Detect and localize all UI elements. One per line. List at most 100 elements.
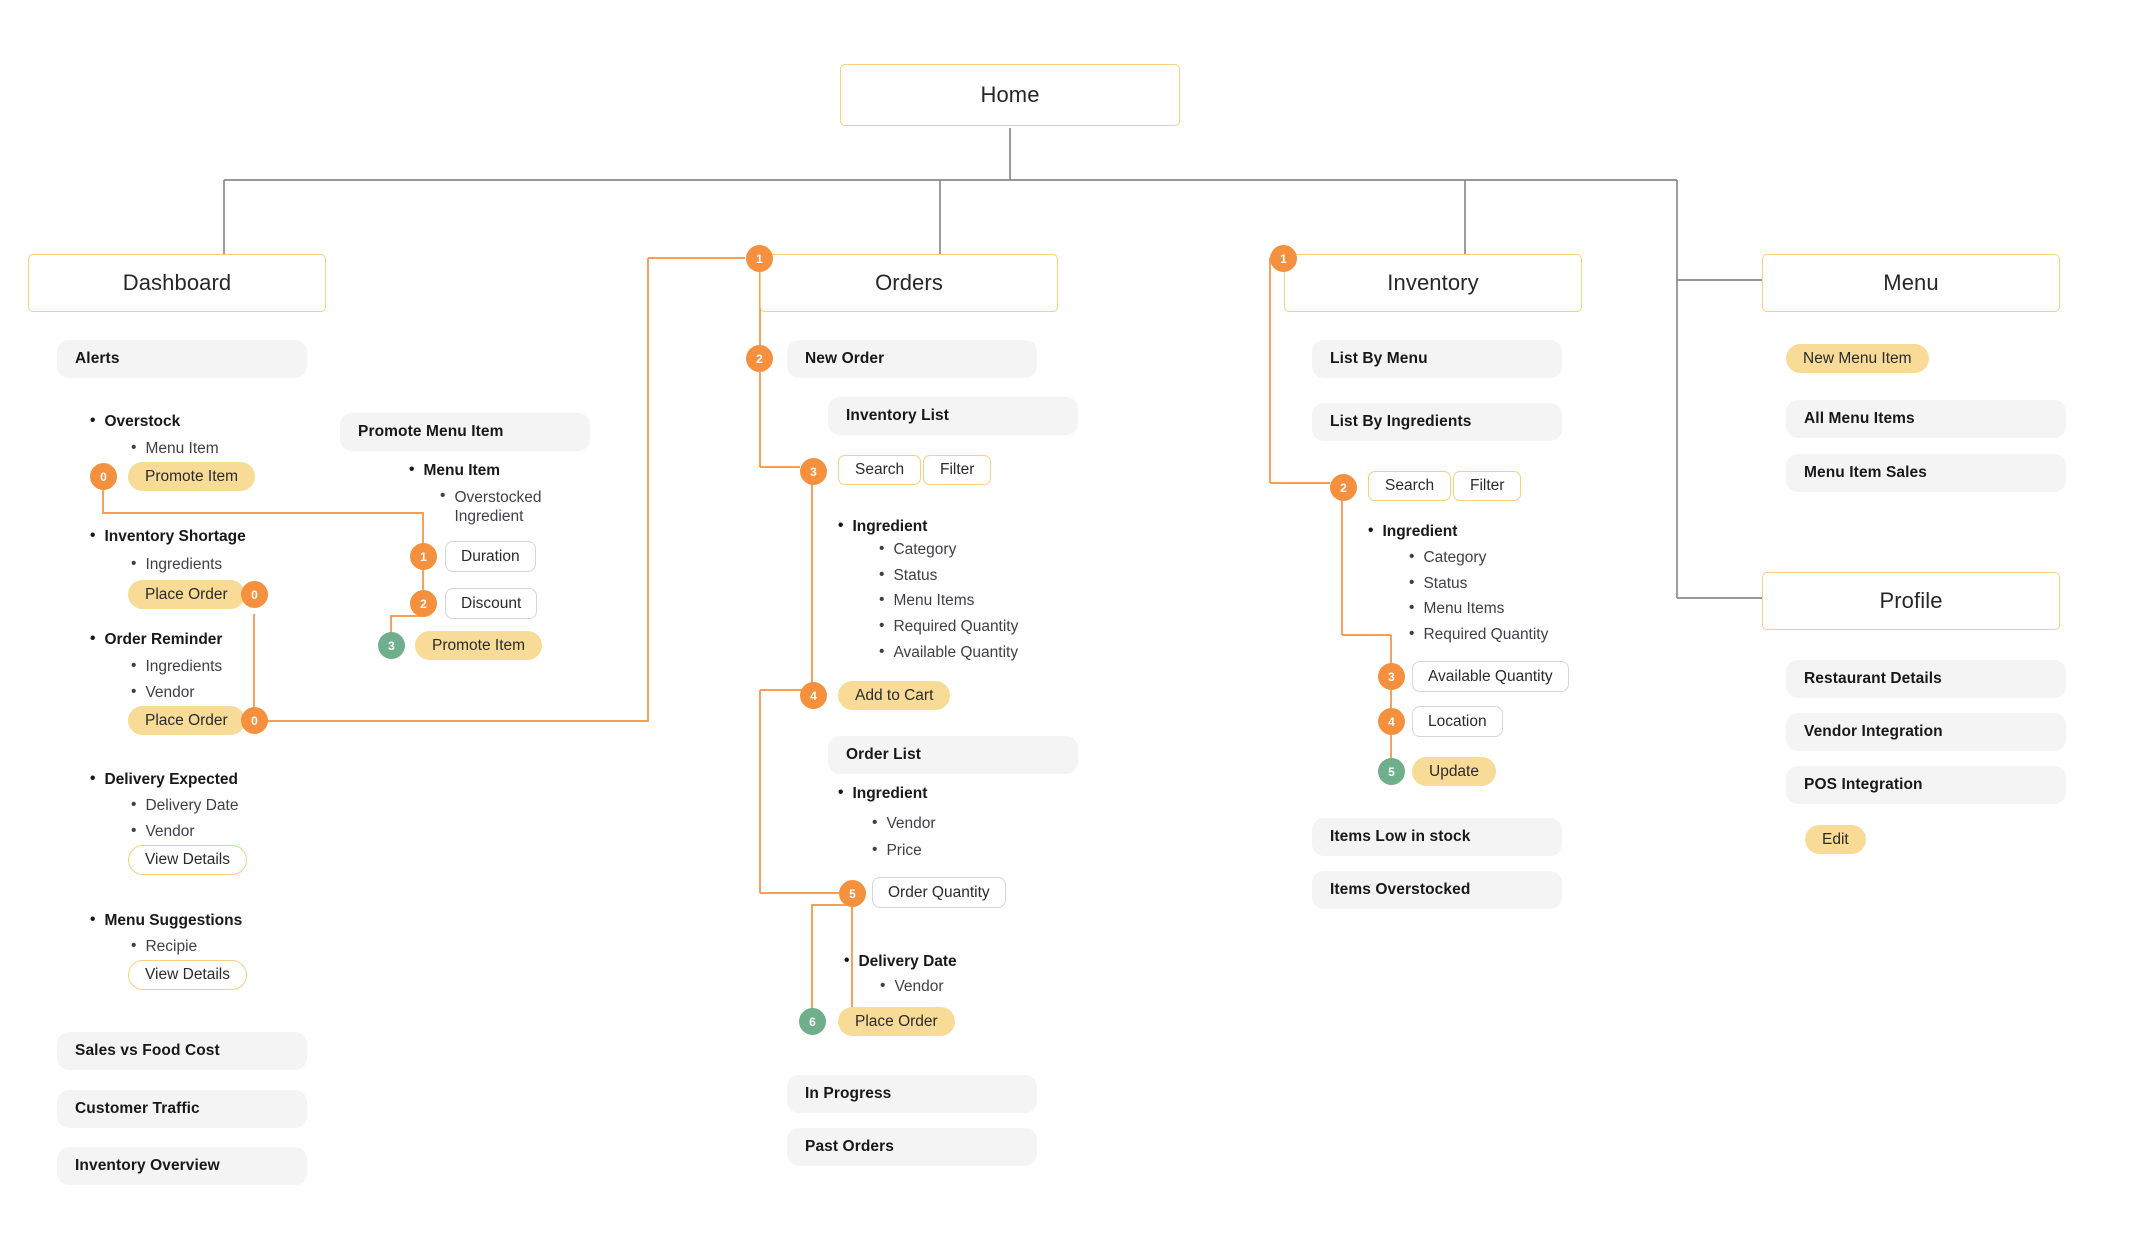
dashboard-view-details-button-1[interactable]: View Details: [128, 845, 248, 875]
bullet-dot: •: [880, 977, 886, 994]
page-node-dashboard-label: Dashboard: [122, 270, 232, 295]
menu-new-menu-item-button[interactable]: New Menu Item: [1786, 344, 1929, 373]
step-badge-label: 4: [1388, 714, 1395, 729]
orders-filter-button[interactable]: Filter: [923, 455, 992, 485]
bullet-dot: •: [1368, 522, 1374, 539]
inventory-items-low-in-stock-chip[interactable]: Items Low in stock: [1312, 818, 1562, 856]
bullet-dot: •: [1409, 625, 1415, 642]
orders-ingredient-field-status: • Status: [879, 566, 937, 585]
profile-chip-label: POS Integration: [1804, 776, 1923, 793]
orders-order-quantity-field[interactable]: Order Quantity: [872, 877, 1006, 908]
menu-chip-label: All Menu Items: [1804, 410, 1915, 427]
step-badge-label: 1: [756, 251, 763, 266]
dashboard-alerts-chip[interactable]: Alerts: [57, 340, 307, 378]
dashboard-view-details-label: View Details: [145, 851, 231, 868]
profile-edit-button[interactable]: Edit: [1805, 825, 1866, 854]
bullet-dot: •: [131, 937, 137, 954]
menu-item-sales-chip[interactable]: Menu Item Sales: [1786, 454, 2066, 492]
bullet-dot: •: [872, 841, 878, 858]
dashboard-section-label: Inventory Overview: [75, 1157, 220, 1174]
step-badge-label: 1: [420, 549, 427, 564]
orders-in-progress-chip[interactable]: In Progress: [787, 1075, 1037, 1113]
page-node-inventory[interactable]: Inventory: [1284, 254, 1582, 312]
orders-add-to-cart-button[interactable]: Add to Cart: [838, 681, 951, 710]
inventory-items-overstocked-chip[interactable]: Items Overstocked: [1312, 871, 1562, 909]
alert-heading-label: Overstock: [104, 413, 181, 430]
page-node-menu-label: Menu: [1883, 270, 1939, 295]
bullet-dot: •: [409, 461, 415, 478]
orders-search-button[interactable]: Search: [838, 455, 922, 485]
promote-duration-field[interactable]: Duration: [445, 541, 536, 572]
inventory-list-by-ingredients-chip[interactable]: List By Ingredients: [1312, 403, 1562, 441]
bullet-dot: •: [879, 540, 885, 557]
promote-menu-item-chip[interactable]: Promote Menu Item: [340, 413, 590, 451]
promote-duration-label: Duration: [461, 547, 520, 565]
alert-heading-label: Order Reminder: [104, 631, 223, 648]
bullet-dot: •: [879, 617, 885, 634]
bullet-dot: •: [879, 591, 885, 608]
alert-child-delivery-date: • Delivery Date: [131, 796, 238, 815]
alert-child-label: Recipie: [145, 938, 198, 955]
dashboard-place-order-button-2[interactable]: Place Order: [128, 706, 245, 735]
orders-new-order-chip[interactable]: New Order: [787, 340, 1037, 378]
inventory-location-field[interactable]: Location: [1412, 706, 1503, 737]
orders-ingredient-field-label: Required Quantity: [893, 618, 1019, 635]
orders-inventory-list-chip[interactable]: Inventory List: [828, 397, 1078, 435]
page-node-dashboard[interactable]: Dashboard: [28, 254, 326, 312]
inventory-available-quantity-field[interactable]: Available Quantity: [1412, 661, 1569, 692]
bullet-dot: •: [90, 527, 96, 544]
step-badge-label: 2: [420, 596, 427, 611]
dashboard-section-sales-vs-food-cost[interactable]: Sales vs Food Cost: [57, 1032, 307, 1070]
step-badge-label: 0: [251, 713, 258, 728]
alert-heading-label: Delivery Expected: [104, 771, 238, 788]
profile-restaurant-details-chip[interactable]: Restaurant Details: [1786, 660, 2066, 698]
page-node-home[interactable]: Home: [840, 64, 1180, 126]
orders-order-ingredient-field-vendor: • Vendor: [872, 814, 936, 833]
bullet-dot: •: [440, 487, 446, 504]
dashboard-section-inventory-overview[interactable]: Inventory Overview: [57, 1147, 307, 1185]
dashboard-place-order-button-1[interactable]: Place Order: [128, 580, 245, 609]
bullet-dot: •: [1409, 599, 1415, 616]
page-node-home-label: Home: [980, 82, 1040, 107]
inventory-filter-button[interactable]: Filter: [1453, 471, 1522, 501]
alert-child-label: Ingredients: [145, 556, 223, 573]
inventory-search-button[interactable]: Search: [1368, 471, 1452, 501]
promote-heading-menu-item: • Menu Item: [409, 461, 500, 480]
step-badge-inventory-update: 5: [1378, 758, 1405, 785]
profile-edit-label: Edit: [1822, 830, 1849, 848]
page-node-menu[interactable]: Menu: [1762, 254, 2060, 312]
step-badge-label: 3: [1388, 669, 1395, 684]
step-badge-available-quantity: 3: [1378, 663, 1405, 690]
dashboard-promote-item-button[interactable]: Promote Item: [128, 462, 256, 491]
dashboard-view-details-button-2[interactable]: View Details: [128, 960, 248, 990]
step-badge-label: 5: [849, 886, 856, 901]
alert-child-menu-item: • Menu Item: [131, 439, 219, 458]
dashboard-section-label: Sales vs Food Cost: [75, 1042, 220, 1059]
step-badge-promote-action: 3: [378, 632, 405, 659]
inventory-ingredient-field-label: Required Quantity: [1423, 626, 1549, 643]
inventory-available-quantity-label: Available Quantity: [1428, 667, 1553, 685]
orders-order-list-chip[interactable]: Order List: [828, 736, 1078, 774]
profile-vendor-integration-chip[interactable]: Vendor Integration: [1786, 713, 2066, 751]
orders-past-orders-chip[interactable]: Past Orders: [787, 1128, 1037, 1166]
orders-place-order-button[interactable]: Place Order: [838, 1007, 955, 1036]
inventory-update-button[interactable]: Update: [1412, 757, 1496, 786]
page-node-orders-label: Orders: [875, 270, 943, 295]
alert-child-label: Vendor: [145, 823, 195, 840]
orders-ingredient-field-label: Menu Items: [893, 592, 975, 609]
promote-menu-item-chip-label: Promote Menu Item: [358, 423, 504, 440]
promote-discount-field[interactable]: Discount: [445, 588, 538, 619]
promote-item-action-button[interactable]: Promote Item: [415, 631, 543, 660]
alert-heading-overstock: • Overstock: [90, 412, 181, 431]
page-node-orders[interactable]: Orders: [760, 254, 1058, 312]
page-node-profile[interactable]: Profile: [1762, 572, 2060, 630]
step-badge-inventory-title: 1: [1270, 245, 1297, 272]
dashboard-section-label: Customer Traffic: [75, 1100, 200, 1117]
step-badge-label: 2: [1340, 480, 1347, 495]
profile-pos-integration-chip[interactable]: POS Integration: [1786, 766, 2066, 804]
orders-ingredient-field-category: • Category: [879, 540, 956, 559]
dashboard-section-customer-traffic[interactable]: Customer Traffic: [57, 1090, 307, 1128]
inventory-list-by-menu-chip[interactable]: List By Menu: [1312, 340, 1562, 378]
menu-all-menu-items-chip[interactable]: All Menu Items: [1786, 400, 2066, 438]
orders-order-ingredient-heading: • Ingredient: [838, 784, 927, 803]
